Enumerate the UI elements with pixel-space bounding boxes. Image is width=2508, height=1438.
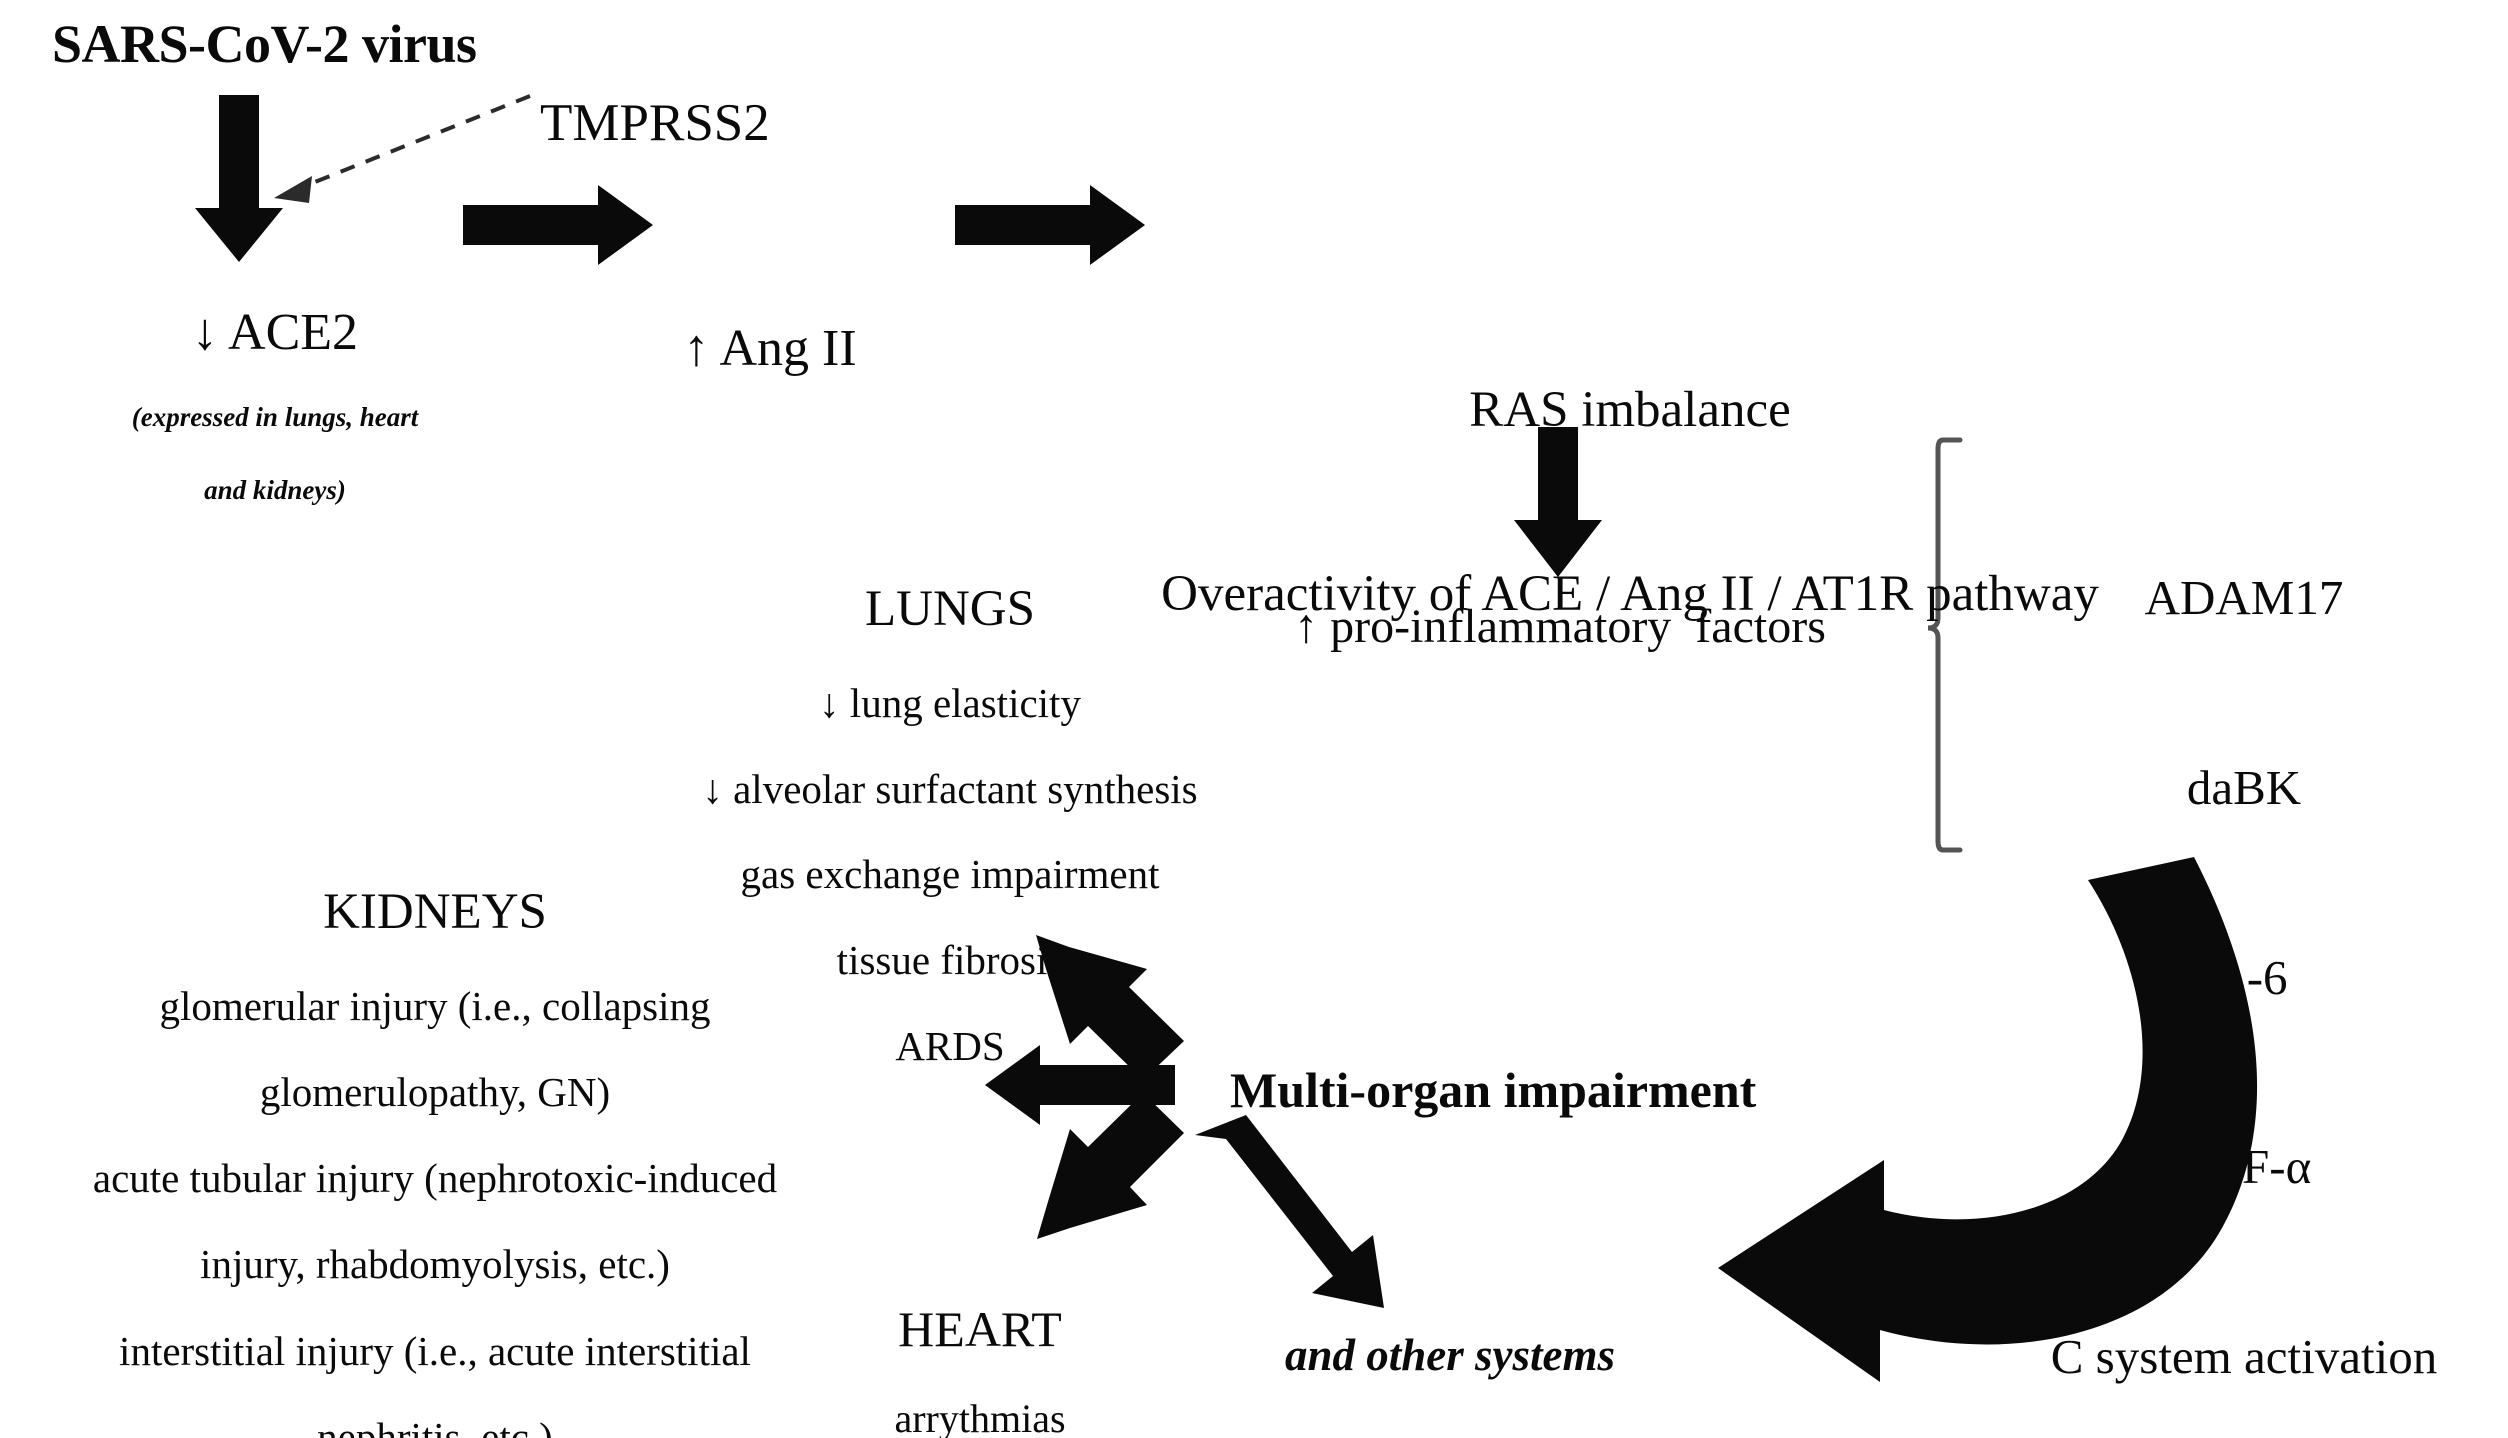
node-heart: HEART arrythmias heart failure, etc. (790, 1265, 1170, 1438)
node-kidneys: KIDNEYS glomerular injury (i.e., collaps… (0, 848, 870, 1438)
node-factors-item: C system activation (2050, 1328, 2438, 1384)
node-ace2: ↓ ACE2 (expressed in lungs, heart and ki… (110, 268, 440, 545)
node-factors-item: daBK (2186, 760, 2302, 816)
node-inflammatory-mediators: ADAM17 daBK IL-6 TNF-α C system activati… (1980, 440, 2508, 1438)
node-kidneys-item: glomerular injury (i.e., collapsing (159, 982, 711, 1029)
node-ras-line1: RAS imbalance (1469, 382, 1791, 439)
node-ang-ii: ↑ Ang II (683, 320, 857, 377)
node-other-systems: and other systems (1284, 1330, 1616, 1380)
node-lungs-item: ARDS (895, 1023, 1005, 1070)
page-title: SARS-CoV-2 virus (52, 14, 477, 74)
node-lungs-item: ↓ lung elasticity (819, 679, 1081, 726)
node-lungs-item: tissue fibrosis (836, 937, 1064, 984)
arrow-virus-to-ace2-icon (195, 95, 283, 262)
node-heart-item: arrythmias (894, 1395, 1066, 1438)
node-ace2-sub-line1: (expressed in lungs, heart (131, 401, 419, 432)
node-ras-line2: Overactivity of ACE / Ang II / AT1R path… (1161, 565, 2099, 622)
node-factors-item: ADAM17 (2144, 570, 2344, 626)
arrow-multiorgan-to-other-icon (1195, 1115, 1384, 1308)
node-kidneys-item: acute tubular injury (nephrotoxic-induce… (92, 1155, 778, 1202)
node-factors-item: IL-6 (2200, 949, 2288, 1005)
node-multi-organ-impairment: Multi-organ impairment (1230, 1062, 1757, 1118)
node-lungs-item: ↓ alveolar surfactant synthesis (702, 765, 1198, 812)
node-pro-inflammatory-factors: ↑ pro-inflammatory factors (1294, 600, 1826, 653)
node-kidneys-item: interstitial injury (i.e., acute interst… (119, 1327, 751, 1374)
node-lungs-heading: LUNGS (864, 580, 1035, 637)
node-lungs: LUNGS ↓ lung elasticity ↓ alveolar surfa… (590, 545, 1310, 1107)
arrow-angii-to-ras-icon (955, 185, 1145, 265)
arrow-tmprss2-dashed-icon (274, 94, 531, 203)
arrow-ace2-to-angii-icon (463, 185, 653, 265)
node-kidneys-item: glomerulopathy, GN) (259, 1068, 611, 1115)
node-ace2-sub-line2: and kidneys) (204, 475, 346, 506)
node-label-tmprss2: TMPRSS2 (540, 94, 770, 152)
node-kidneys-item: injury, rhabdomyolysis, etc.) (200, 1241, 670, 1288)
node-kidneys-heading: KIDNEYS (323, 883, 547, 940)
node-lungs-item: gas exchange impairment (740, 851, 1160, 898)
arrow-multiorgan-to-heart-icon (1037, 1093, 1184, 1239)
node-ace2-label: ↓ ACE2 (191, 303, 359, 361)
node-factors-item: TNF-α (2176, 1139, 2312, 1195)
node-ras-imbalance: RAS imbalance Overactivity of ACE / Ang … (1080, 258, 2180, 748)
node-heart-heading: HEART (898, 1300, 1062, 1357)
node-kidneys-item: nephritis, etc.) (317, 1413, 553, 1438)
